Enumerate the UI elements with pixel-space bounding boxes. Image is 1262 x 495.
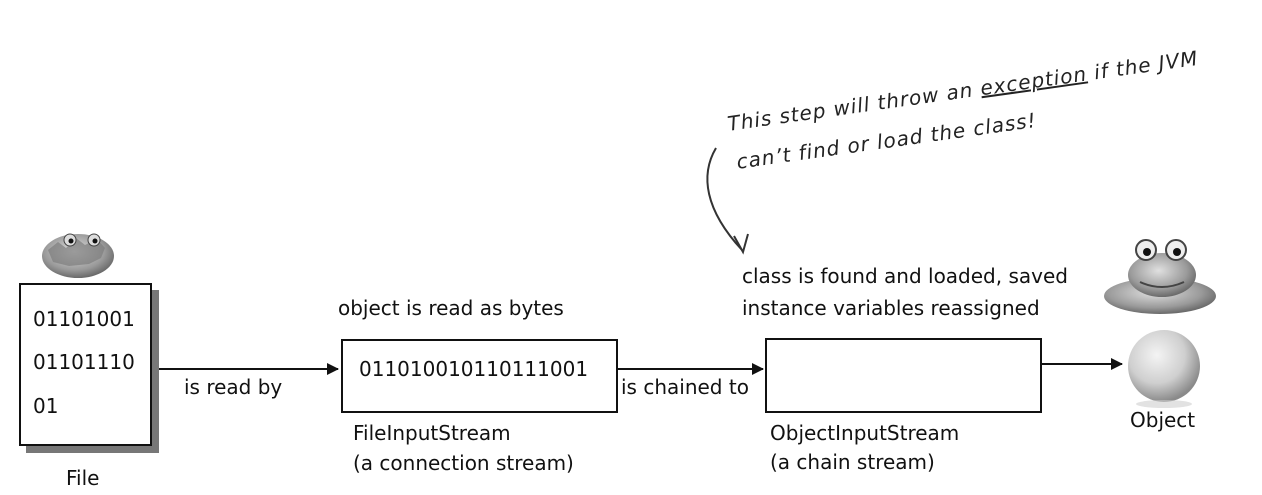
object-label: Object <box>1130 408 1196 432</box>
file-bits-line-1: 01101001 <box>33 307 135 331</box>
sphere-object-icon <box>1128 330 1200 408</box>
annotation-pointer-head <box>733 233 749 255</box>
annotation-pointer-arrow <box>706 147 743 251</box>
chained-to-label: is chained to <box>621 375 749 399</box>
read-by-label: is read by <box>184 375 283 399</box>
frog-toy-icon <box>1104 239 1216 314</box>
file-box: 01101001 01101110 01 <box>19 283 152 446</box>
file-input-stream-box: 011010010110111001 <box>341 339 618 413</box>
file-label: File <box>66 466 100 490</box>
file-bits-line-2: 01101110 <box>33 350 135 374</box>
fis-byte-content: 011010010110111001 <box>359 357 589 381</box>
file-bits-line-3: 01 <box>33 394 59 418</box>
crumpled-frog-icon <box>42 233 114 278</box>
ois-name: ObjectInputStream <box>770 421 960 445</box>
ois-caption-1: class is found and loaded, saved <box>742 264 1068 288</box>
fis-caption: object is read as bytes <box>338 296 564 320</box>
fis-desc: (a connection stream) <box>353 451 574 475</box>
object-input-stream-box <box>765 338 1042 413</box>
ois-caption-2: instance variables reassigned <box>742 296 1040 320</box>
fis-name: FileInputStream <box>353 421 511 445</box>
ois-desc: (a chain stream) <box>770 450 935 474</box>
